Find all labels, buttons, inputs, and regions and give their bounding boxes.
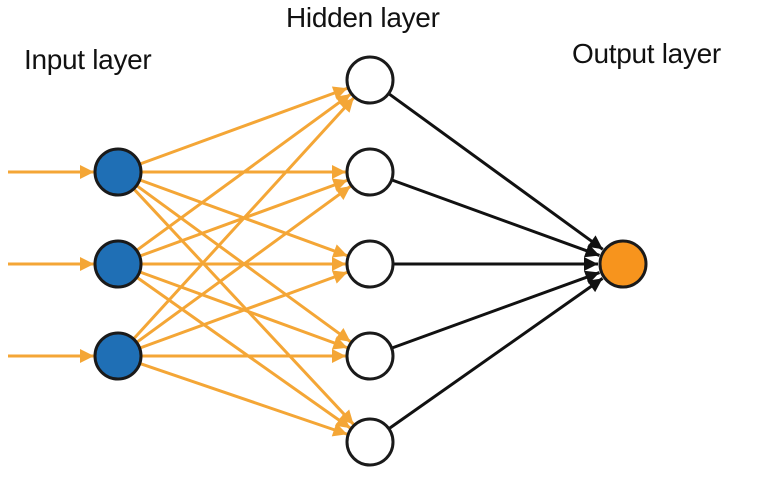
hidden-node (345, 55, 395, 105)
hidden-node (345, 147, 395, 197)
input-to-hidden-edge (139, 270, 348, 350)
hidden-to-output-edge (391, 178, 601, 258)
input-node (93, 331, 143, 381)
nodes-layer (93, 55, 648, 467)
output-node (598, 239, 648, 289)
hidden-node (345, 239, 395, 289)
input-node (93, 147, 143, 197)
hidden-to-output-edge (391, 270, 601, 350)
input-to-hidden-edge (135, 184, 352, 344)
hidden-to-output-edge (387, 92, 604, 251)
input-to-hidden-edge (135, 276, 352, 430)
hidden-to-output-edge (387, 277, 604, 430)
input-to-hidden-edge (139, 362, 348, 437)
hidden-layer-label: Hidden layer (286, 2, 440, 33)
edges-layer (8, 86, 604, 437)
input-to-hidden-edge (135, 92, 352, 252)
output-layer-label: Output layer (572, 38, 721, 69)
input-layer-label: Input layer (24, 44, 152, 75)
input-to-hidden-edge (132, 187, 355, 426)
input-to-hidden-edge (132, 96, 355, 341)
input-to-hidden-edge (139, 86, 348, 166)
hidden-node (345, 331, 395, 381)
hidden-node (345, 417, 395, 467)
input-node (93, 239, 143, 289)
